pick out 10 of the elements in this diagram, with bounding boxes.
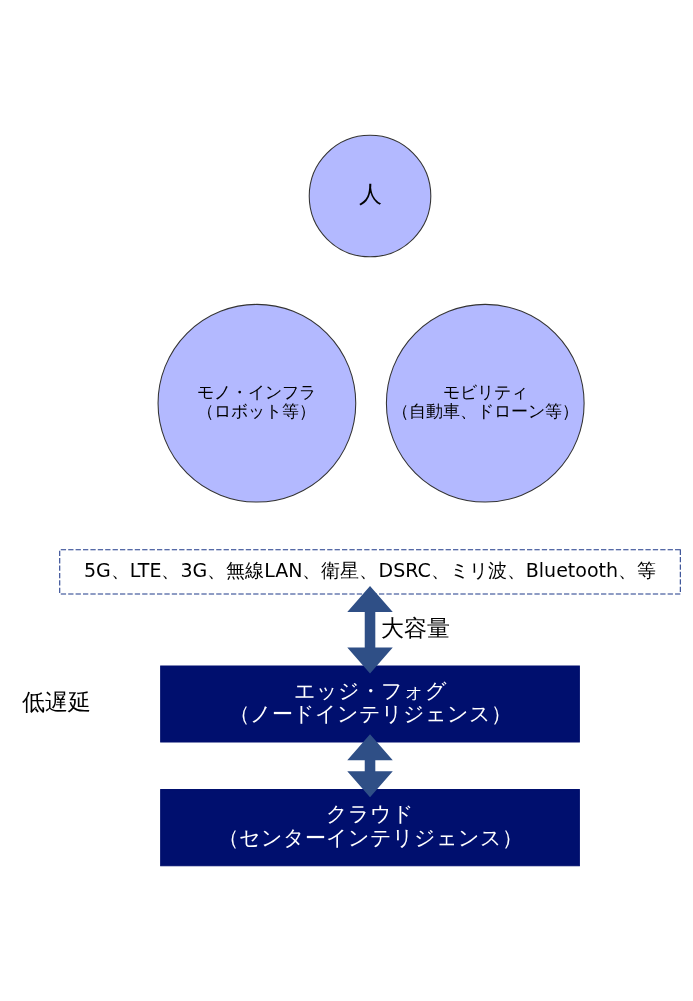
node-box: 5G、LTE、3G、無線LAN、衛星、DSRC、ミリ波、Bluetooth、等	[59, 549, 681, 595]
node-circle: モビリティ （自動車、ドローン等）	[385, 303, 585, 503]
arrow	[347, 586, 393, 674]
node-box: エッジ・フォグ （ノードインテリジェンス）	[160, 665, 580, 743]
arrow	[347, 734, 393, 798]
label: 低遅延	[21, 687, 91, 715]
edge-label: 大容量	[380, 613, 450, 641]
node-circle: 人	[308, 134, 432, 258]
node-box: クラウド （センターインテリジェンス）	[160, 789, 580, 867]
node-circle: モノ・インフラ （ロボット等）	[157, 303, 357, 503]
